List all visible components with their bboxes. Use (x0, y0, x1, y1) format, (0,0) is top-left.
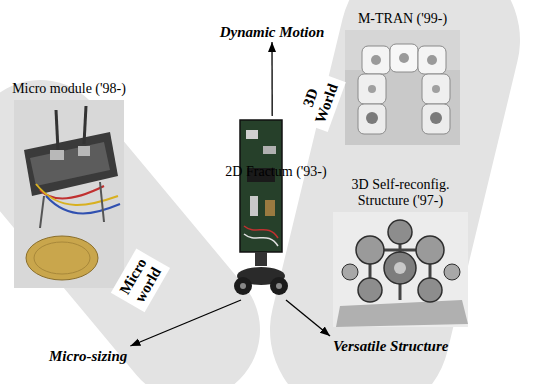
world-label: Micro world (110, 248, 169, 312)
world-label-text: Micro world (116, 255, 164, 305)
fractum-photo-part (234, 277, 252, 295)
mtran-photo-part (345, 30, 460, 145)
self-reconfig-photo-part (388, 220, 412, 244)
axis-label: Versatile Structure (330, 336, 451, 356)
fractum-photo (234, 120, 288, 295)
mtran-photo-part (422, 74, 450, 104)
mtran-photo-part (366, 112, 378, 124)
photo-caption: 3D Self-reconfig. Structure ('97-) (345, 177, 457, 209)
self-reconfig-photo-part (418, 278, 442, 302)
mtran-photo-part (390, 44, 418, 72)
micro-module-photo-part (26, 236, 98, 280)
self-reconfig-photo-part (356, 236, 384, 264)
photo-caption: 2D Fractum ('93-) (206, 164, 346, 180)
mtran-photo-part (362, 46, 390, 74)
axis-label-text: Versatile Structure (333, 337, 448, 355)
axis-label: Micro-sizing (46, 346, 130, 366)
micro-module-photo-part (30, 142, 110, 186)
fractum-photo-part (276, 283, 282, 289)
robot-photo: M-TRAN ('99-) (345, 30, 460, 145)
robot-photo: 2D Fractum ('93-) (232, 116, 292, 300)
world-label-text: 3D World (296, 75, 341, 125)
fractum-photo-part (244, 234, 278, 246)
micro-module-photo-part (34, 242, 90, 274)
fractum-photo-part (270, 277, 288, 295)
self-reconfig-photo (333, 212, 468, 327)
micro-module-photo-part (14, 100, 124, 288)
fractum-photo-part (246, 130, 258, 139)
fractum-photo-part (255, 252, 267, 266)
photo-caption: Micro module ('98-) (4, 81, 134, 97)
mtran-photo-part (432, 85, 440, 93)
mtran-photo-part (368, 85, 376, 93)
self-reconfig-photo-part (342, 264, 358, 280)
self-reconfig-photo-part (416, 236, 444, 264)
self-reconfig-photo-part (444, 264, 460, 280)
fractum-photo-part (240, 120, 282, 252)
self-reconfig-photo-part (333, 212, 468, 327)
micro-module-photo-part (56, 110, 58, 150)
micro-module-photo-part (100, 182, 104, 222)
self-reconfig-photo-part (358, 278, 382, 302)
mtran-photo-part (427, 55, 437, 65)
mtran-photo-part (399, 53, 409, 63)
micro-module-photo-part (46, 196, 120, 214)
mtran-photo-part (358, 104, 386, 134)
self-reconfig-photo-part (336, 300, 468, 327)
micro-module-photo-part (50, 150, 64, 160)
axis-label-text: Dynamic Motion (220, 23, 325, 41)
fractum-photo-part (250, 196, 258, 216)
micro-module-photo-part (36, 184, 118, 205)
mtran-photo (345, 30, 460, 145)
axis-arrow (286, 300, 330, 336)
self-reconfig-photo-part (384, 252, 416, 284)
fractum-photo-part (263, 146, 276, 154)
mtran-photo-part (430, 112, 442, 124)
robot-photo: Micro module ('98-) (14, 100, 124, 288)
mtran-photo-part (371, 55, 381, 65)
axis-label-text: Micro-sizing (49, 347, 127, 365)
world-label: 3D World (291, 69, 346, 132)
axis-label: Dynamic Motion (217, 22, 328, 42)
micro-module-photo-part (40, 196, 44, 228)
fractum-photo-part (265, 200, 275, 216)
mtran-photo-part (358, 74, 386, 104)
mtran-photo-part (418, 46, 446, 74)
mtran-photo-part (422, 104, 450, 134)
self-reconfig-photo-part (394, 262, 406, 274)
robot-photo: 3D Self-reconfig. Structure ('97-) (333, 212, 468, 327)
photo-caption: M-TRAN ('99-) (338, 11, 468, 27)
micro-module-photo (14, 100, 124, 288)
micro-module-photo-part (78, 146, 90, 156)
axis-arrow (271, 42, 273, 116)
fractum-photo-part (240, 283, 246, 289)
micro-module-photo-part (84, 106, 86, 144)
